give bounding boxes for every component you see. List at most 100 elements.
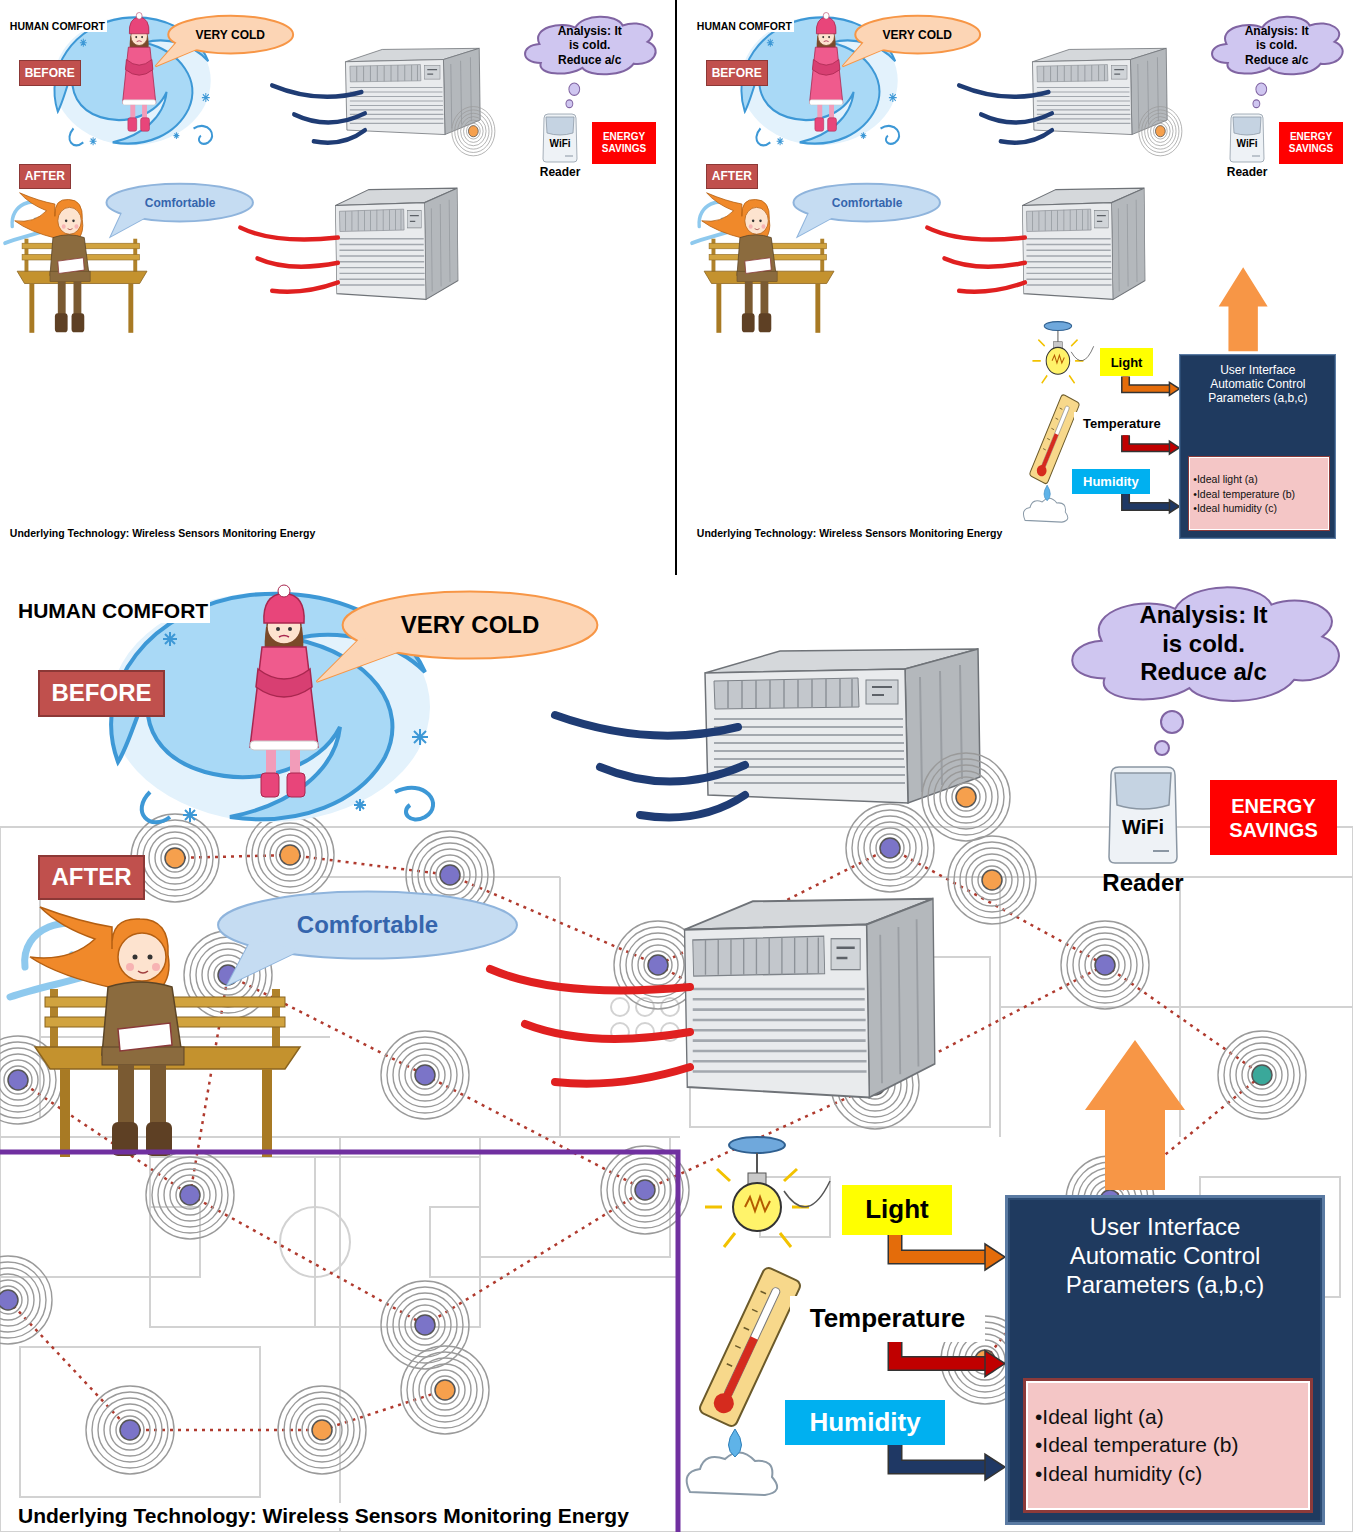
node-text: Humidity: [809, 1407, 920, 1438]
comfort-scene: [5, 12, 580, 332]
node-text: AFTER: [52, 863, 132, 892]
arrow-head: [985, 1351, 1005, 1377]
savings-box: ENERGY SAVINGS: [592, 122, 656, 164]
node-text: •Ideal temperature (b): [1193, 487, 1295, 501]
bubble-tail-fill: [317, 638, 403, 682]
device-detail: [1252, 156, 1260, 157]
panel-heading: HUMAN COMFORT: [8, 20, 107, 33]
arrow-outline: [895, 1342, 985, 1364]
thought-cloud: Analysis: It is cold. Reduce a/c: [1207, 10, 1346, 81]
reader-device: [1103, 765, 1183, 865]
bubble-tail-fill: [155, 42, 197, 67]
node-text: Comfortable: [297, 911, 438, 940]
control-panel: User Interface Automatic Control Paramet…: [1179, 354, 1336, 539]
state-box: BEFORE: [38, 670, 165, 717]
node-text: BEFORE: [25, 66, 75, 80]
control-panel: User Interface Automatic Control Paramet…: [1005, 1195, 1325, 1525]
arrow-shaft: [1126, 376, 1170, 388]
state-box: AFTER: [706, 164, 758, 189]
savings-box: ENERGY SAVINGS: [1210, 780, 1337, 855]
input-arrow: [895, 1445, 1005, 1480]
cloud-body: [1072, 588, 1339, 702]
node-text: VERY COLD: [401, 611, 540, 640]
arrow-shaft: [895, 1445, 985, 1467]
node-text: Analysis: It is cold. Reduce a/c: [1137, 601, 1271, 687]
arrow-shaft: [895, 1342, 985, 1364]
node-text: Analysis: It is cold. Reduce a/c: [1243, 24, 1310, 67]
speech-bubble: Comfortable: [105, 183, 254, 222]
node-text: WiFi: [1122, 815, 1164, 839]
panel-footnote: Underlying Technology: Wireless Sensors …: [8, 527, 317, 540]
device-detail: [565, 156, 573, 157]
node-text: Reader: [540, 165, 581, 179]
node-text: VERY COLD: [883, 28, 952, 42]
sensor-label: Humidity: [785, 1400, 945, 1445]
thought-cloud: Analysis: It is cold. Reduce a/c: [520, 10, 659, 81]
device-body: [1109, 767, 1177, 863]
comfort-scene: [10, 585, 1183, 1157]
bubble-tail-fill: [111, 211, 147, 237]
node-text: Light: [1111, 355, 1143, 371]
node-text: BEFORE: [712, 66, 762, 80]
arrow-head: [1169, 382, 1179, 395]
wifi-reader: WiFiReader: [536, 113, 585, 179]
node-text: BEFORE: [51, 679, 151, 708]
bubble-tail-fill: [227, 939, 300, 985]
input-arrow: [895, 1235, 1005, 1270]
state-box: AFTER: [38, 855, 145, 900]
node-text: •Ideal humidity (c): [1035, 1460, 1202, 1488]
arrow-head: [1169, 500, 1179, 513]
speech-bubble: VERY COLD: [167, 15, 294, 54]
panel-footnote: Underlying Technology: Wireless Sensors …: [16, 1503, 631, 1528]
device-body: [543, 114, 577, 162]
device-lens: [1233, 117, 1261, 135]
device-lens: [546, 117, 574, 135]
arrow-outline: [895, 1445, 985, 1467]
speech-bubble: Comfortable: [215, 890, 520, 960]
node-text: WiFi: [1237, 138, 1258, 150]
node-text: Humidity: [1083, 474, 1139, 490]
node-text: Temperature: [1083, 416, 1161, 432]
node-text: ENERGY SAVINGS: [1216, 794, 1331, 842]
panel-divider: [675, 0, 677, 575]
node-text: Reader: [1227, 165, 1268, 179]
input-arrow: [1126, 435, 1180, 454]
sensor-network: [0, 804, 1353, 1532]
bubble-tail-fill: [842, 42, 884, 67]
arrow-shaft: [1126, 435, 1170, 447]
node-text: AFTER: [25, 169, 65, 183]
parameter-list: •Ideal light (a)•Ideal temperature (b)•I…: [1188, 456, 1330, 532]
node-text: •Ideal temperature (b): [1035, 1431, 1238, 1459]
panel-footnote: Underlying Technology: Wireless Sensors …: [695, 527, 1004, 540]
node-text: Comfortable: [832, 196, 903, 210]
panel-heading: HUMAN COMFORT: [16, 598, 210, 623]
speech-bubble: VERY COLD: [854, 15, 981, 54]
node-text: Comfortable: [145, 196, 216, 210]
state-box: BEFORE: [19, 60, 81, 86]
sensor-label: Temperature: [1074, 412, 1170, 436]
arrow-head: [985, 1454, 1005, 1480]
node-text: •Ideal light (a): [1193, 472, 1257, 486]
wifi-reader: WiFiReader: [1223, 113, 1272, 179]
node-text: ENERGY SAVINGS: [595, 131, 653, 155]
panel-heading: HUMAN COMFORT: [695, 20, 794, 33]
state-box: BEFORE: [706, 60, 768, 86]
arrow-outline: [1126, 435, 1170, 447]
node-text: WiFi: [550, 138, 571, 150]
state-box: AFTER: [19, 164, 71, 189]
sensor-label: Light: [842, 1185, 952, 1235]
node-text: User Interface Automatic Control Paramet…: [1198, 363, 1318, 406]
node-text: Analysis: It is cold. Reduce a/c: [556, 24, 623, 67]
speech-bubble: Comfortable: [792, 183, 941, 222]
parameter-list: •Ideal light (a)•Ideal temperature (b)•I…: [1023, 1378, 1313, 1513]
node-text: Temperature: [810, 1303, 966, 1334]
speech-bubble: VERY COLD: [340, 590, 600, 660]
input-arrow: [1126, 376, 1180, 395]
node-text: Reader: [1102, 869, 1183, 898]
savings-box: ENERGY SAVINGS: [1279, 122, 1343, 164]
arrow-shaft: [1126, 494, 1170, 506]
input-arrow: [895, 1342, 1005, 1377]
wifi-reader: WiFiReader: [1093, 765, 1193, 898]
bubble-tail-fill: [798, 211, 834, 237]
device-detail: [1153, 850, 1169, 852]
